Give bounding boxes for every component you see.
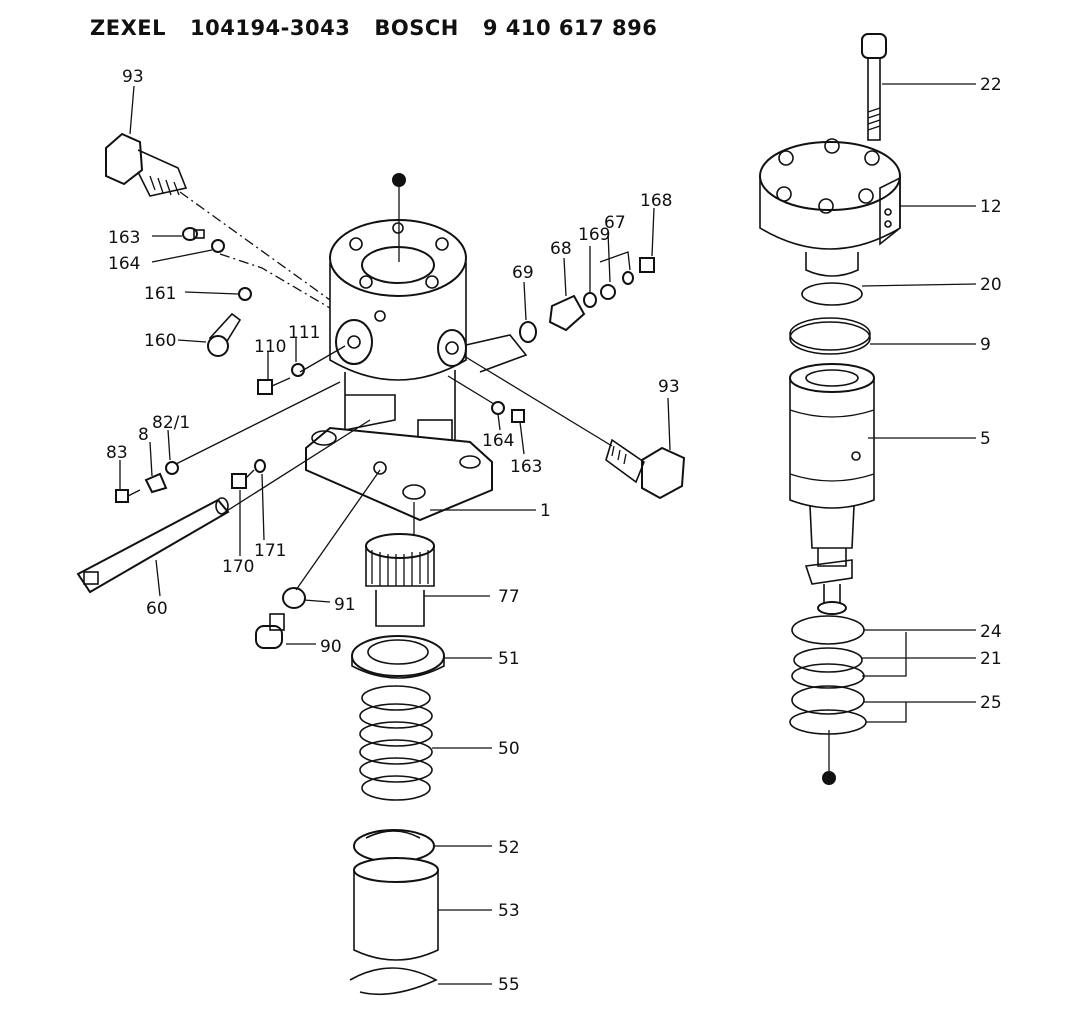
label-82-1: 82/1 (152, 413, 190, 433)
title-brand-zexel: ZEXEL (90, 16, 166, 40)
label-69: 69 (512, 263, 534, 283)
label-55: 55 (498, 975, 520, 995)
label-163-right: 163 (510, 457, 542, 477)
label-168: 168 (640, 191, 672, 211)
label-67: 67 (604, 213, 626, 233)
title-part-zexel: 104194-3043 (190, 16, 351, 40)
label-50: 50 (498, 739, 520, 759)
label-21: 21 (980, 649, 1002, 669)
label-60: 60 (146, 599, 168, 619)
label-110: 110 (254, 337, 286, 357)
label-171: 171 (254, 541, 286, 561)
label-9: 9 (980, 335, 991, 355)
reference-dot-top (392, 173, 406, 187)
part-55-circlip (349, 967, 492, 996)
label-53: 53 (498, 901, 520, 921)
part-53-tappet (353, 857, 492, 961)
parts-83-8-82-60-170-171 (76, 381, 371, 597)
label-83: 83 (106, 443, 128, 463)
label-160: 160 (144, 331, 176, 351)
label-169: 169 (578, 225, 610, 245)
parts-110-111 (257, 338, 346, 395)
part-20-o-ring (801, 282, 977, 306)
label-5: 5 (980, 429, 991, 449)
parts-163-164-161-160 (151, 227, 331, 357)
part-93-banjo-bolt-left (105, 85, 331, 301)
pump-housing (305, 219, 528, 522)
part-50-spring (359, 685, 492, 801)
part-5-barrel (789, 363, 976, 615)
diagram-title: ZEXEL 104194-3043 BOSCH 9 410 617 896 (90, 16, 681, 40)
label-170: 170 (222, 557, 254, 577)
label-52: 52 (498, 838, 520, 858)
part-9-gasket (789, 317, 976, 355)
label-111: 111 (288, 323, 320, 343)
label-164-left: 164 (108, 254, 140, 274)
label-164-right: 164 (482, 431, 514, 451)
parts-24-21-25-rings (789, 615, 976, 735)
label-12: 12 (980, 197, 1002, 217)
part-93-banjo-bolt-right (463, 355, 686, 500)
label-25: 25 (980, 693, 1002, 713)
label-68: 68 (550, 239, 572, 259)
parts-90-91 (255, 469, 381, 649)
label-51: 51 (498, 649, 520, 669)
label-93-right: 93 (658, 377, 680, 397)
part-22-bolt (861, 33, 976, 141)
label-161: 161 (144, 284, 176, 304)
reference-dot-right (822, 771, 836, 785)
label-163-left: 163 (108, 228, 140, 248)
label-91: 91 (334, 595, 356, 615)
part-51-spring-seat (351, 635, 492, 679)
part-77-gear-sleeve (365, 502, 536, 627)
label-77: 77 (498, 587, 520, 607)
part-12-delivery-valve-holder (759, 138, 976, 277)
label-93-left: 93 (122, 67, 144, 87)
label-8: 8 (138, 425, 149, 445)
title-brand-bosch: BOSCH (374, 16, 459, 40)
label-90: 90 (320, 637, 342, 657)
part-52-lower-seat (353, 829, 492, 863)
title-part-bosch: 9 410 617 896 (482, 16, 658, 40)
label-1: 1 (540, 501, 551, 521)
parts-69-68-169-67-168 (519, 207, 655, 343)
label-22: 22 (980, 75, 1002, 95)
parts-164-163-right (447, 375, 525, 455)
label-24: 24 (980, 622, 1002, 642)
label-20: 20 (980, 275, 1002, 295)
